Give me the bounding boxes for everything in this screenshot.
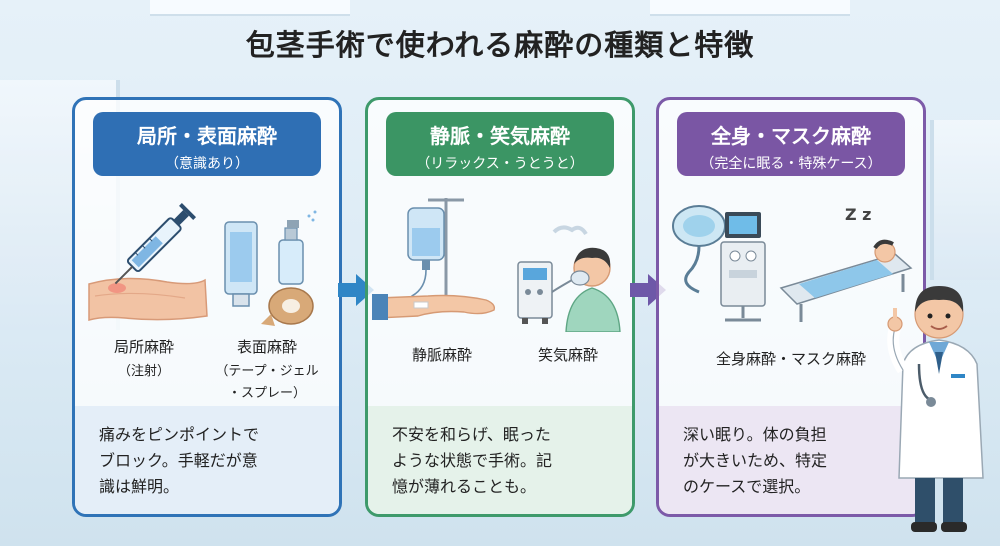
gel-tube-icon: [224, 221, 258, 307]
spray-bottle-icon: [278, 210, 317, 285]
panel-header-title: 全身・マスク麻酔: [711, 124, 871, 148]
page-title: 包茎手術で使われる麻酔の種類と特徴: [245, 28, 755, 62]
item-label-iv: 静脈麻酔: [411, 346, 472, 364]
panel-header-subtitle: （リラックス・うとうと）: [416, 156, 584, 172]
panel-header-subtitle: （完全に眠る・特殊ケース）: [700, 156, 882, 172]
doctor-icon: [887, 286, 984, 532]
panel-sedation-anesthesia: 静脈・笑気麻酔 （リラックス・うとうと）: [365, 97, 635, 517]
general-anesthesia-illustration: Z z: [672, 205, 913, 322]
panel-general-anesthesia: 全身・マスク麻酔 （完全に眠る・特殊ケース） Z z: [656, 97, 926, 517]
ceiling-light: [650, 0, 850, 16]
skin-icon: [88, 277, 208, 321]
patient-with-mask-icon: [551, 225, 621, 332]
syringe-icon: [114, 202, 197, 285]
panel-description: 不安を和らげ、眠った ような状態で手術。記 憶が薄れることも。: [368, 406, 632, 514]
doctor-illustration: [887, 286, 984, 532]
nitrous-oxide-machine-icon: [517, 261, 553, 324]
iv-drip-icon: [407, 198, 464, 309]
local-anesthesia-illustration: [88, 202, 317, 326]
patient-in-bed-icon: [779, 239, 913, 322]
tape-roll-icon: [261, 287, 314, 326]
item-label-local: 局所麻酔 （注射）: [113, 338, 174, 379]
item-label-nitrous: 笑気麻酔: [537, 346, 598, 364]
panel-header: 全身・マスク麻酔 （完全に眠る・特殊ケース）: [677, 112, 905, 176]
panel-description: 痛みをピンポイントで ブロック。手軽だが意 識は鮮明。: [75, 406, 339, 514]
anesthesia-mask-icon: [672, 205, 726, 294]
item-label-topical: 表面麻酔 （テープ・ジェル ・スプレー）: [215, 338, 319, 401]
panel-header: 静脈・笑気麻酔 （リラックス・うとうと）: [386, 112, 614, 176]
panel-description: 深い眠り。体の負担 が大きいため、特定 のケースで選択。: [659, 406, 923, 514]
background-window: [930, 120, 1000, 280]
sleep-icon: Z z: [845, 205, 871, 224]
ceiling-light: [150, 0, 350, 16]
anesthesia-machine-icon: [720, 212, 766, 322]
panel-header-title: 局所・表面麻酔: [137, 124, 277, 148]
panel-header-subtitle: （意識あり）: [165, 156, 249, 172]
sedation-illustration: [372, 198, 621, 332]
item-label-general: 全身麻酔・マスク麻酔: [715, 350, 866, 368]
panel-local-anesthesia: 局所・表面麻酔 （意識あり）: [72, 97, 342, 517]
arm-icon: [372, 294, 496, 320]
panel-header-title: 静脈・笑気麻酔: [430, 124, 570, 148]
panel-header: 局所・表面麻酔 （意識あり）: [93, 112, 321, 176]
